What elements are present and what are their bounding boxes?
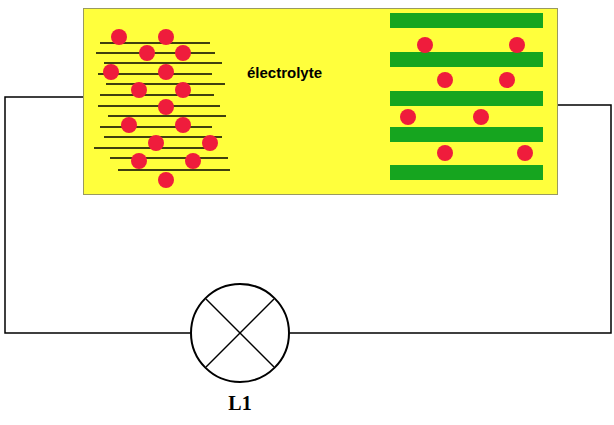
electrolyte-cell: électrolyte [83,8,558,195]
electrolyte-label: électrolyte [247,64,322,81]
lithium-ions [103,29,533,188]
lamp-symbol: L1 [190,283,290,383]
electrodes-illustration [84,9,559,196]
lamp-cross [192,285,288,381]
lamp-label: L1 [228,392,251,415]
cathode-layers [390,13,543,180]
graphite-layers [94,43,230,170]
